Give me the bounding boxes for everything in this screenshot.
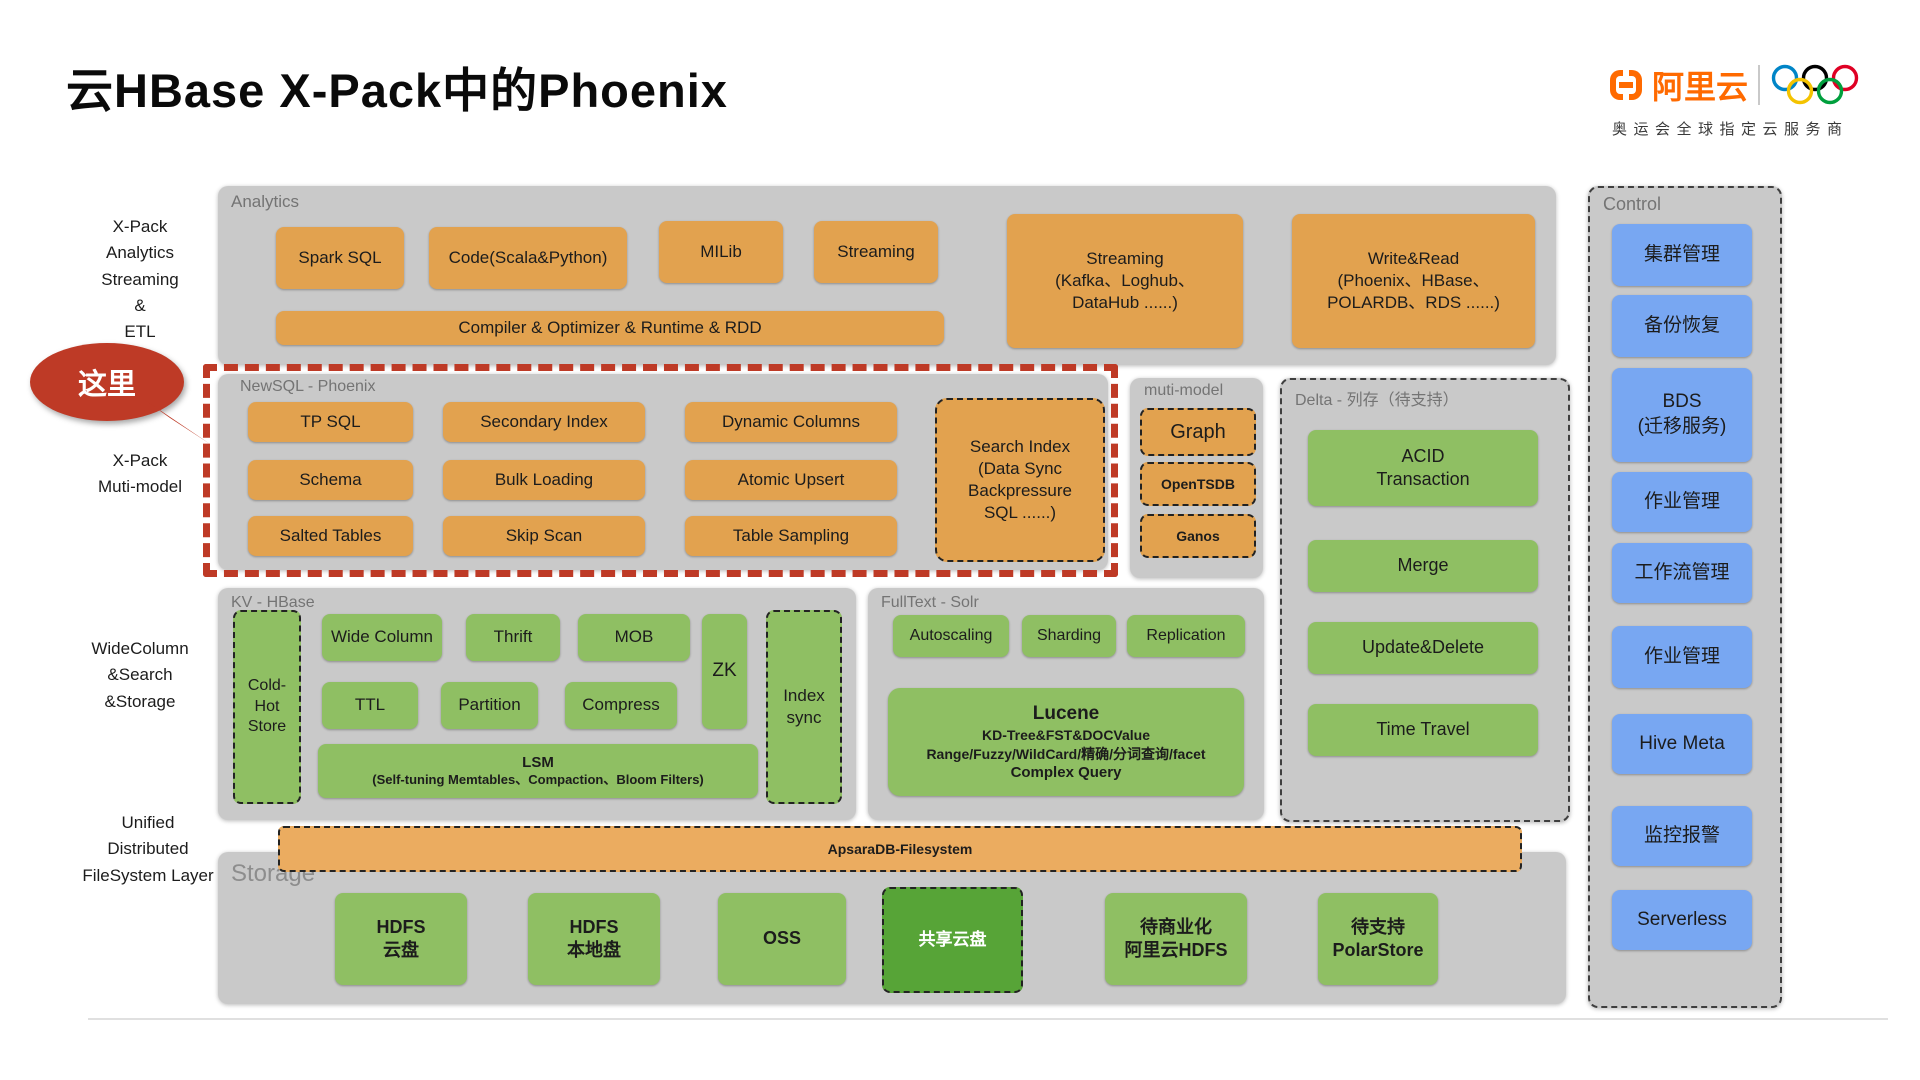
box-job-mgmt-2: 作业管理: [1612, 626, 1752, 688]
box-streaming-sources: Streaming (Kafka、Loghub、 DataHub ......): [1007, 214, 1243, 348]
box-atomic-upsert: Atomic Upsert: [685, 460, 897, 500]
box-secondary-index: Secondary Index: [443, 402, 645, 442]
lucene-line3: Complex Query: [1010, 763, 1122, 781]
box-backup-restore: 备份恢复: [1612, 295, 1752, 357]
box-skip-scan: Skip Scan: [443, 516, 645, 556]
box-ganos: Ganos: [1140, 514, 1256, 558]
box-replication: Replication: [1127, 615, 1245, 657]
olympic-rings-icon: [1771, 64, 1859, 105]
here-callout-bubble: 这里: [30, 343, 184, 421]
box-spark-sql: Spark SQL: [276, 227, 404, 289]
box-cold-hot-store: Cold- Hot Store: [233, 610, 301, 804]
label-xpack-mutimodel: X-Pack Muti-model: [97, 451, 183, 497]
box-compress: Compress: [565, 682, 677, 729]
box-schema: Schema: [248, 460, 413, 500]
box-shared-cloud-disk: 共享云盘: [882, 887, 1023, 993]
box-dynamic-columns: Dynamic Columns: [685, 402, 897, 442]
box-time-travel: Time Travel: [1308, 704, 1538, 756]
box-autoscaling: Autoscaling: [893, 615, 1009, 657]
box-workflow-mgmt: 工作流管理: [1612, 543, 1752, 603]
box-index-sync: Index sync: [766, 610, 842, 804]
box-sharding: Sharding: [1022, 615, 1116, 657]
control-panel-label: Control: [1603, 194, 1662, 214]
box-table-sampling: Table Sampling: [685, 516, 897, 556]
label-xpack-analytics: X-Pack Analytics Streaming & ETL: [101, 217, 179, 342]
box-oss: OSS: [718, 893, 846, 985]
box-hive-meta: Hive Meta: [1612, 714, 1752, 774]
highlight-red-dashed-rect: [203, 364, 1118, 577]
brand-name: 阿里云: [1652, 69, 1749, 105]
label-unified-filesystem: Unified Distributed FileSystem Layer: [82, 813, 214, 885]
alibaba-cloud-logo-icon: [1610, 70, 1642, 100]
lucene-line1: KD-Tree&FST&DOCValue: [981, 727, 1151, 744]
box-search-index: Search Index (Data Sync Backpressure SQL…: [935, 398, 1105, 562]
fulltext-solr-label: FullText - Solr: [881, 594, 979, 611]
callout-tail-icon: [142, 398, 210, 444]
box-serverless: Serverless: [1612, 890, 1752, 950]
box-opentsdb: OpenTSDB: [1140, 462, 1256, 506]
newsql-panel-label: NewSQL - Phoenix: [240, 378, 376, 395]
box-lucene: Lucene KD-Tree&FST&DOCValue Range/Fuzzy/…: [888, 688, 1244, 796]
box-compiler-optimizer: Compiler & Optimizer & Runtime & RDD: [276, 311, 944, 345]
box-monitor-alert: 监控报警: [1612, 806, 1752, 866]
box-partition: Partition: [441, 682, 538, 729]
lucene-line2: Range/Fuzzy/WildCard/精确/分词查询/facet: [926, 745, 1206, 762]
lsm-title: LSM: [522, 753, 554, 771]
analytics-panel-label: Analytics: [231, 192, 300, 211]
apsaradb-filesystem-bar: ApsaraDB-Filesystem: [278, 826, 1522, 872]
box-thrift: Thrift: [466, 614, 560, 661]
lsm-subtitle: (Self-tuning Memtables、Compaction、Bloom …: [372, 772, 704, 788]
box-mllib: MILib: [659, 221, 783, 283]
muti-model-label: muti-model: [1144, 382, 1224, 399]
box-hdfs-local-disk: HDFS 本地盘: [528, 893, 660, 985]
box-mob: MOB: [578, 614, 690, 661]
box-code-scala-python: Code(Scala&Python): [429, 227, 627, 289]
logo-tagline: 奥运会全球指定云服务商: [1612, 121, 1849, 138]
lucene-title: Lucene: [1032, 702, 1100, 724]
kv-hbase-label: KV - HBase: [231, 594, 315, 611]
box-merge: Merge: [1308, 540, 1538, 592]
logo-bracket-left-icon: [1610, 70, 1623, 100]
box-acid-transaction: ACID Transaction: [1308, 430, 1538, 506]
label-widecolumn-search-storage: WideColumn &Search &Storage: [91, 639, 189, 711]
box-salted-tables: Salted Tables: [248, 516, 413, 556]
box-polarstore: 待支持 PolarStore: [1318, 893, 1438, 985]
box-graph: Graph: [1140, 408, 1256, 456]
header-logo: 阿里云: [1610, 62, 1862, 108]
box-bds-migration: BDS (迁移服务): [1612, 368, 1752, 462]
box-ttl: TTL: [322, 682, 418, 729]
box-lsm: LSM (Self-tuning Memtables、Compaction、Bl…: [318, 744, 758, 798]
box-cluster-mgmt: 集群管理: [1612, 224, 1752, 286]
page-title: 云HBase X-Pack中的Phoenix: [66, 64, 728, 117]
delta-panel-label: Delta - 列存（待支持）: [1295, 392, 1459, 409]
box-update-delete: Update&Delete: [1308, 622, 1538, 674]
box-bulk-loading: Bulk Loading: [443, 460, 645, 500]
box-streaming: Streaming: [814, 221, 938, 283]
logo-bracket-right-icon: [1629, 70, 1642, 100]
bottom-divider: [88, 1018, 1888, 1020]
box-hdfs-cloud-disk: HDFS 云盘: [335, 893, 467, 985]
box-job-mgmt-1: 作业管理: [1612, 472, 1752, 532]
logo-divider: [1758, 65, 1761, 105]
logo-dash-icon: [1619, 82, 1633, 88]
box-zk: ZK: [702, 614, 747, 729]
box-aliyun-hdfs: 待商业化 阿里云HDFS: [1105, 893, 1247, 985]
box-tp-sql: TP SQL: [248, 402, 413, 442]
box-write-read: Write&Read (Phoenix、HBase、 POLARDB、RDS .…: [1292, 214, 1535, 348]
box-wide-column: Wide Column: [322, 614, 442, 661]
